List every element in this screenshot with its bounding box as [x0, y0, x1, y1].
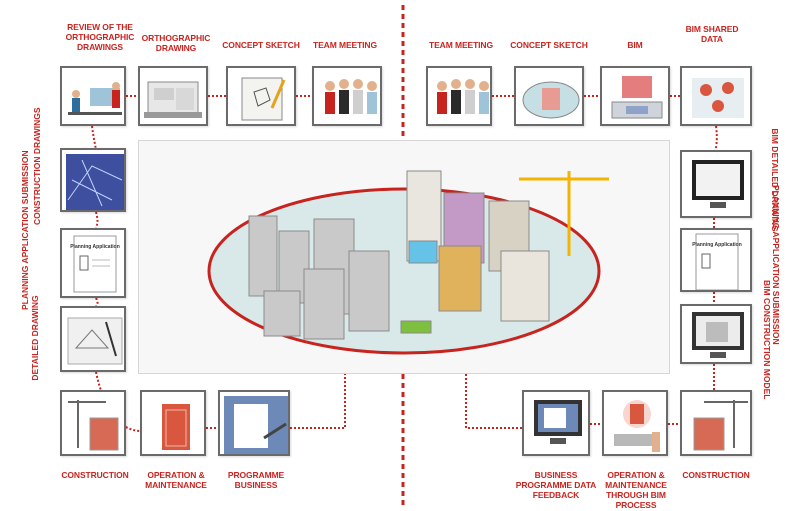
- label-team-meeting-right: TEAM MEETING: [429, 40, 493, 50]
- bim-construction-model-box: [680, 304, 752, 364]
- operation-maintenance-right-box: [602, 390, 668, 456]
- label-construction-drawings: CONSTRUCTION DRAWINGS: [32, 107, 42, 225]
- label-detailed-drawing: DETAILED DRAWING: [30, 295, 40, 381]
- bim-detailed-drawing-box: [680, 150, 752, 218]
- planning-doc-title-right: Planning Application: [692, 242, 742, 248]
- label-construction-left: CONSTRUCTION: [61, 470, 129, 480]
- bim-shared-data-box: [680, 66, 752, 126]
- signing-document-icon: [224, 396, 288, 454]
- bim-maintenance-icon: [614, 400, 660, 452]
- label-concept-sketch-right: CONCEPT SKETCH: [510, 40, 588, 50]
- label-programme-business: PROGRAMME BUSINESS: [227, 470, 285, 490]
- programme-business-box: [218, 390, 290, 456]
- city-illustration: [207, 170, 609, 355]
- orthographic-drawing-box: [138, 66, 208, 126]
- sketch-pad-icon: [241, 77, 286, 121]
- team-icon: [325, 79, 377, 114]
- concept-sketch-left-box: [226, 66, 296, 126]
- business-programme-feedback-box: [522, 390, 590, 456]
- team-meeting-left-box: [312, 66, 382, 126]
- planning-application-right-box: Planning Application: [680, 228, 752, 292]
- detailed-drawing-box: [60, 306, 126, 372]
- monitor-model-icon: [692, 312, 744, 358]
- application-document-icon-right: Planning Application: [692, 233, 742, 290]
- blueprint-icon: [66, 154, 124, 210]
- drawing-sheets-icon: [144, 81, 202, 118]
- review-drawings-box: [60, 66, 126, 126]
- bim-laptop-icon: [611, 76, 663, 119]
- label-concept-sketch-left: CONCEPT SKETCH: [222, 40, 300, 50]
- team-meeting-right-box: [426, 66, 492, 126]
- crane-icon: [519, 171, 609, 256]
- bim-box: [600, 66, 670, 126]
- construction-crane-icon-right: [693, 400, 748, 451]
- application-document-icon: Planning Application: [70, 235, 120, 293]
- concept-sketch-right-box: [514, 66, 584, 126]
- construction-left-box: [60, 390, 126, 456]
- label-construction-right: CONSTRUCTION: [682, 470, 750, 480]
- planning-doc-title-left: Planning Application: [70, 244, 120, 250]
- label-orthographic-drawing: ORTHOGRAPHIC DRAWING: [141, 33, 211, 53]
- label-bim-shared-data: BIM SHARED DATA: [685, 24, 739, 44]
- technical-drawing-icon: [67, 317, 123, 365]
- label-operation-maintenance-left: OPERATION & MAINTENANCE: [145, 470, 207, 490]
- operation-maintenance-left-box: [140, 390, 206, 456]
- construction-crane-icon: [68, 400, 119, 451]
- tower-building-icon: [162, 404, 190, 450]
- tablet-sketch-icon: [522, 81, 580, 119]
- monitor-drawing-icon: [692, 160, 744, 208]
- grey-buildings-icon: [248, 215, 390, 340]
- label-review-drawings: REVIEW OF THE ORTHOGRAPHIC DRAWINGS: [65, 22, 135, 52]
- review-icon: [68, 82, 122, 115]
- label-bim-construction-model: BIM CONSTRUCTION MODEL: [762, 280, 772, 400]
- label-operation-maintenance-right: OPERATION & MAINTENANCE THROUGH BIM PROC…: [605, 470, 667, 510]
- shared-data-icon: [692, 78, 744, 118]
- team-icon-right: [437, 79, 489, 114]
- label-planning-application-left: PLANNING APPLICATION SUBMISSION: [20, 150, 30, 310]
- planning-application-left-box: Planning Application: [60, 228, 126, 298]
- city-illustration-panel: [138, 140, 670, 374]
- label-bim: BIM: [627, 40, 643, 50]
- monitor-feedback-icon: [534, 400, 582, 444]
- label-team-meeting-left: TEAM MEETING: [313, 40, 377, 50]
- construction-right-box: [680, 390, 752, 456]
- colour-buildings-icon: [400, 170, 550, 334]
- construction-drawings-box: [60, 148, 126, 212]
- label-business-programme-feedback: BUSINESS PROGRAMME DATA FEEDBACK: [515, 470, 597, 500]
- label-planning-application-right: PLANNING APPLICATION SUBMISSION: [771, 185, 781, 345]
